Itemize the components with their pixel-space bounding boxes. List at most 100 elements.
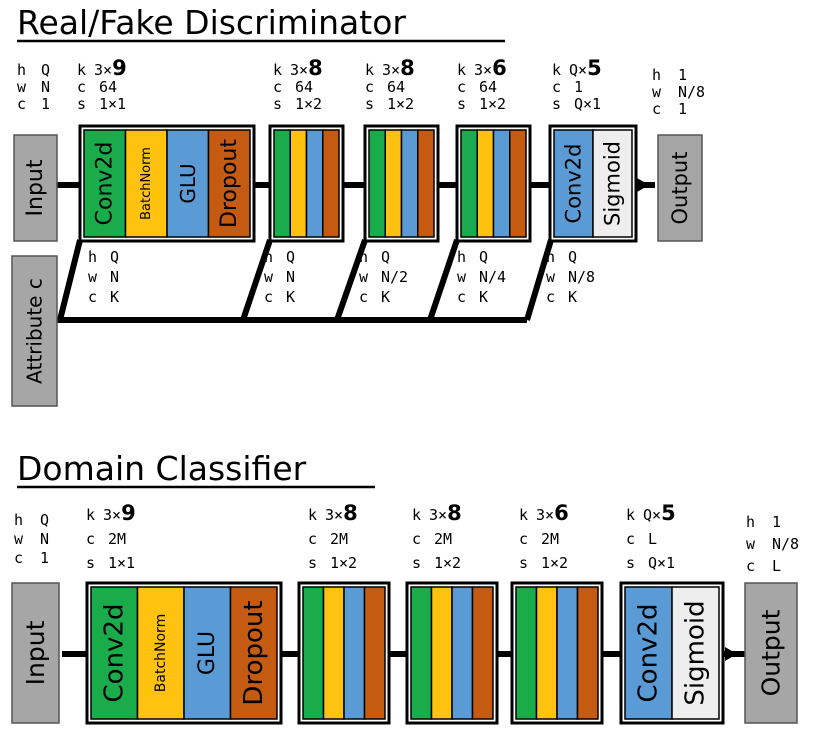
disc-attr-param3-value: K [381, 288, 390, 306]
disc-block4-stripe [492, 129, 511, 238]
kernel-size: 6 [554, 501, 569, 525]
disc-layer3-channels-key: c [365, 78, 374, 96]
disc-block3-stripe [400, 129, 419, 238]
disc-layer4-channels-key: c [457, 78, 466, 96]
disc-layer2-channels-value: 64 [295, 78, 313, 96]
dom-input-param-key: c [14, 549, 23, 567]
disc-attr-param3-key: w [359, 268, 369, 286]
disc-input-param-key: c [17, 95, 26, 113]
disc-attr-param3-value: N/2 [381, 268, 408, 286]
disc-block5-conv-cell [553, 129, 594, 238]
disc-attr-param4-key: w [457, 268, 467, 286]
dom-block2-stripe [302, 586, 325, 720]
dom-layer1-stride-value: 1×1 [108, 554, 135, 572]
dom-block2-stripe [363, 586, 386, 720]
kernel-size: 5 [661, 501, 676, 525]
disc-block1-label: BatchNorm [139, 147, 154, 220]
disc-attr-link3 [334, 239, 368, 321]
disc-attr-link1 [57, 239, 83, 321]
kernel-prefix: 3× [536, 506, 554, 524]
disc-output-param-value: 1 [678, 66, 687, 84]
dom-block4-stripe [556, 586, 579, 720]
disc-output-box-label: Output [668, 152, 692, 225]
disc-layer4-stride-value: 1×2 [479, 95, 506, 113]
dom-layer1-stride-key: s [86, 554, 95, 572]
disc-layer2-stride-key: s [273, 95, 282, 113]
dom-arrow [725, 647, 737, 661]
disc-output-param-key: c [652, 100, 661, 118]
dom-input-box [11, 582, 60, 724]
dom-block1-cell [229, 586, 278, 720]
dom-block1-label: Conv2d [99, 604, 129, 703]
dom-layer4-channels-value: 2M [541, 530, 559, 548]
kernel-prefix: 3× [474, 61, 492, 79]
disc-attr-param3-value: Q [381, 248, 390, 266]
disc-layer2-stride-value: 1×2 [295, 95, 322, 113]
disc-output-param-value: N/8 [678, 83, 705, 101]
kernel-size: 8 [400, 56, 415, 80]
dom-block1-label: GLU [195, 631, 220, 675]
dom-layer5-stride-value: Q×1 [648, 554, 675, 572]
dom-block5-sigmoid-cell [671, 586, 720, 720]
disc-attr-param1-key: h [88, 248, 97, 266]
disc-arrow [637, 178, 649, 192]
dom-layer2-stride-value: 1×2 [330, 554, 357, 572]
dom-block3-stripe [451, 586, 474, 720]
disc-block1-label: GLU [176, 163, 200, 203]
dom-output-param-value: N/8 [772, 535, 799, 553]
disc-block2-stripe [273, 129, 291, 238]
disc-attr-param5-key: h [546, 248, 555, 266]
disc-attr-param4-key: c [457, 288, 466, 306]
dom-block5-conv-label: Conv2d [634, 604, 664, 703]
disc-attr-param1-value: K [110, 288, 119, 306]
disc-attr-link4 [427, 239, 460, 321]
disc-block2-stripe [322, 129, 340, 238]
dom-layer4-channels-key: c [519, 530, 528, 548]
dom-block1-label: Dropout [239, 600, 269, 705]
disc-attr-param2-key: h [264, 248, 273, 266]
disc-output-param-key: w [652, 83, 662, 101]
disc-block1-cell [124, 129, 168, 238]
disc-layer5-stride-value: Q×1 [574, 95, 601, 113]
disc-layer1-stride-key: s [77, 95, 86, 113]
dom-input-box-label: Input [21, 620, 50, 685]
dom-layer5-channels-key: c [626, 530, 635, 548]
dom-block3-stripe [430, 586, 453, 720]
dom-block4-stripe [535, 586, 558, 720]
dom-layer4-stride-value: 1×2 [541, 554, 568, 572]
dom-block4-stripe [576, 586, 599, 720]
disc-block5-conv-label: Conv2d [562, 144, 586, 224]
dom-block5-conv-cell [624, 586, 673, 720]
disc-input-box [13, 134, 58, 242]
dom-output-param-value: L [772, 557, 781, 575]
kernel-size: 8 [447, 501, 462, 525]
disc-attr-param2-value: N [286, 268, 295, 286]
disc-block3-stripe [417, 129, 435, 238]
kernel-prefix: 3× [103, 506, 121, 524]
dom-block2-stripe [343, 586, 366, 720]
disc-block3-stripe [368, 129, 386, 238]
dom-input-param-key: h [14, 511, 23, 529]
disc-attr-param2-key: c [264, 288, 273, 306]
kernel-key: k [77, 61, 86, 79]
dom-input-param-value: 1 [40, 549, 49, 567]
dom-block4-stripe [515, 586, 538, 720]
dom-block1-cell [183, 586, 232, 720]
disc-layer1-channels-value: 64 [99, 78, 117, 96]
kernel-prefix: 3× [429, 506, 447, 524]
disc-output-box [657, 134, 703, 242]
kernel-prefix: 3× [325, 506, 343, 524]
attribute-box-label: Attribute c [23, 278, 47, 384]
dom-layer5-channels-value: L [648, 530, 657, 548]
disc-attr-param1-value: Q [110, 248, 119, 266]
disc-attr-param2-value: Q [286, 248, 295, 266]
disc-input-param-value: 1 [41, 95, 50, 113]
disc-attr-param4-value: Q [479, 248, 488, 266]
dom-layer3-stride-value: 1×2 [434, 554, 461, 572]
dom-block1-cell [136, 586, 185, 720]
disc-attr-param5-key: w [546, 268, 556, 286]
